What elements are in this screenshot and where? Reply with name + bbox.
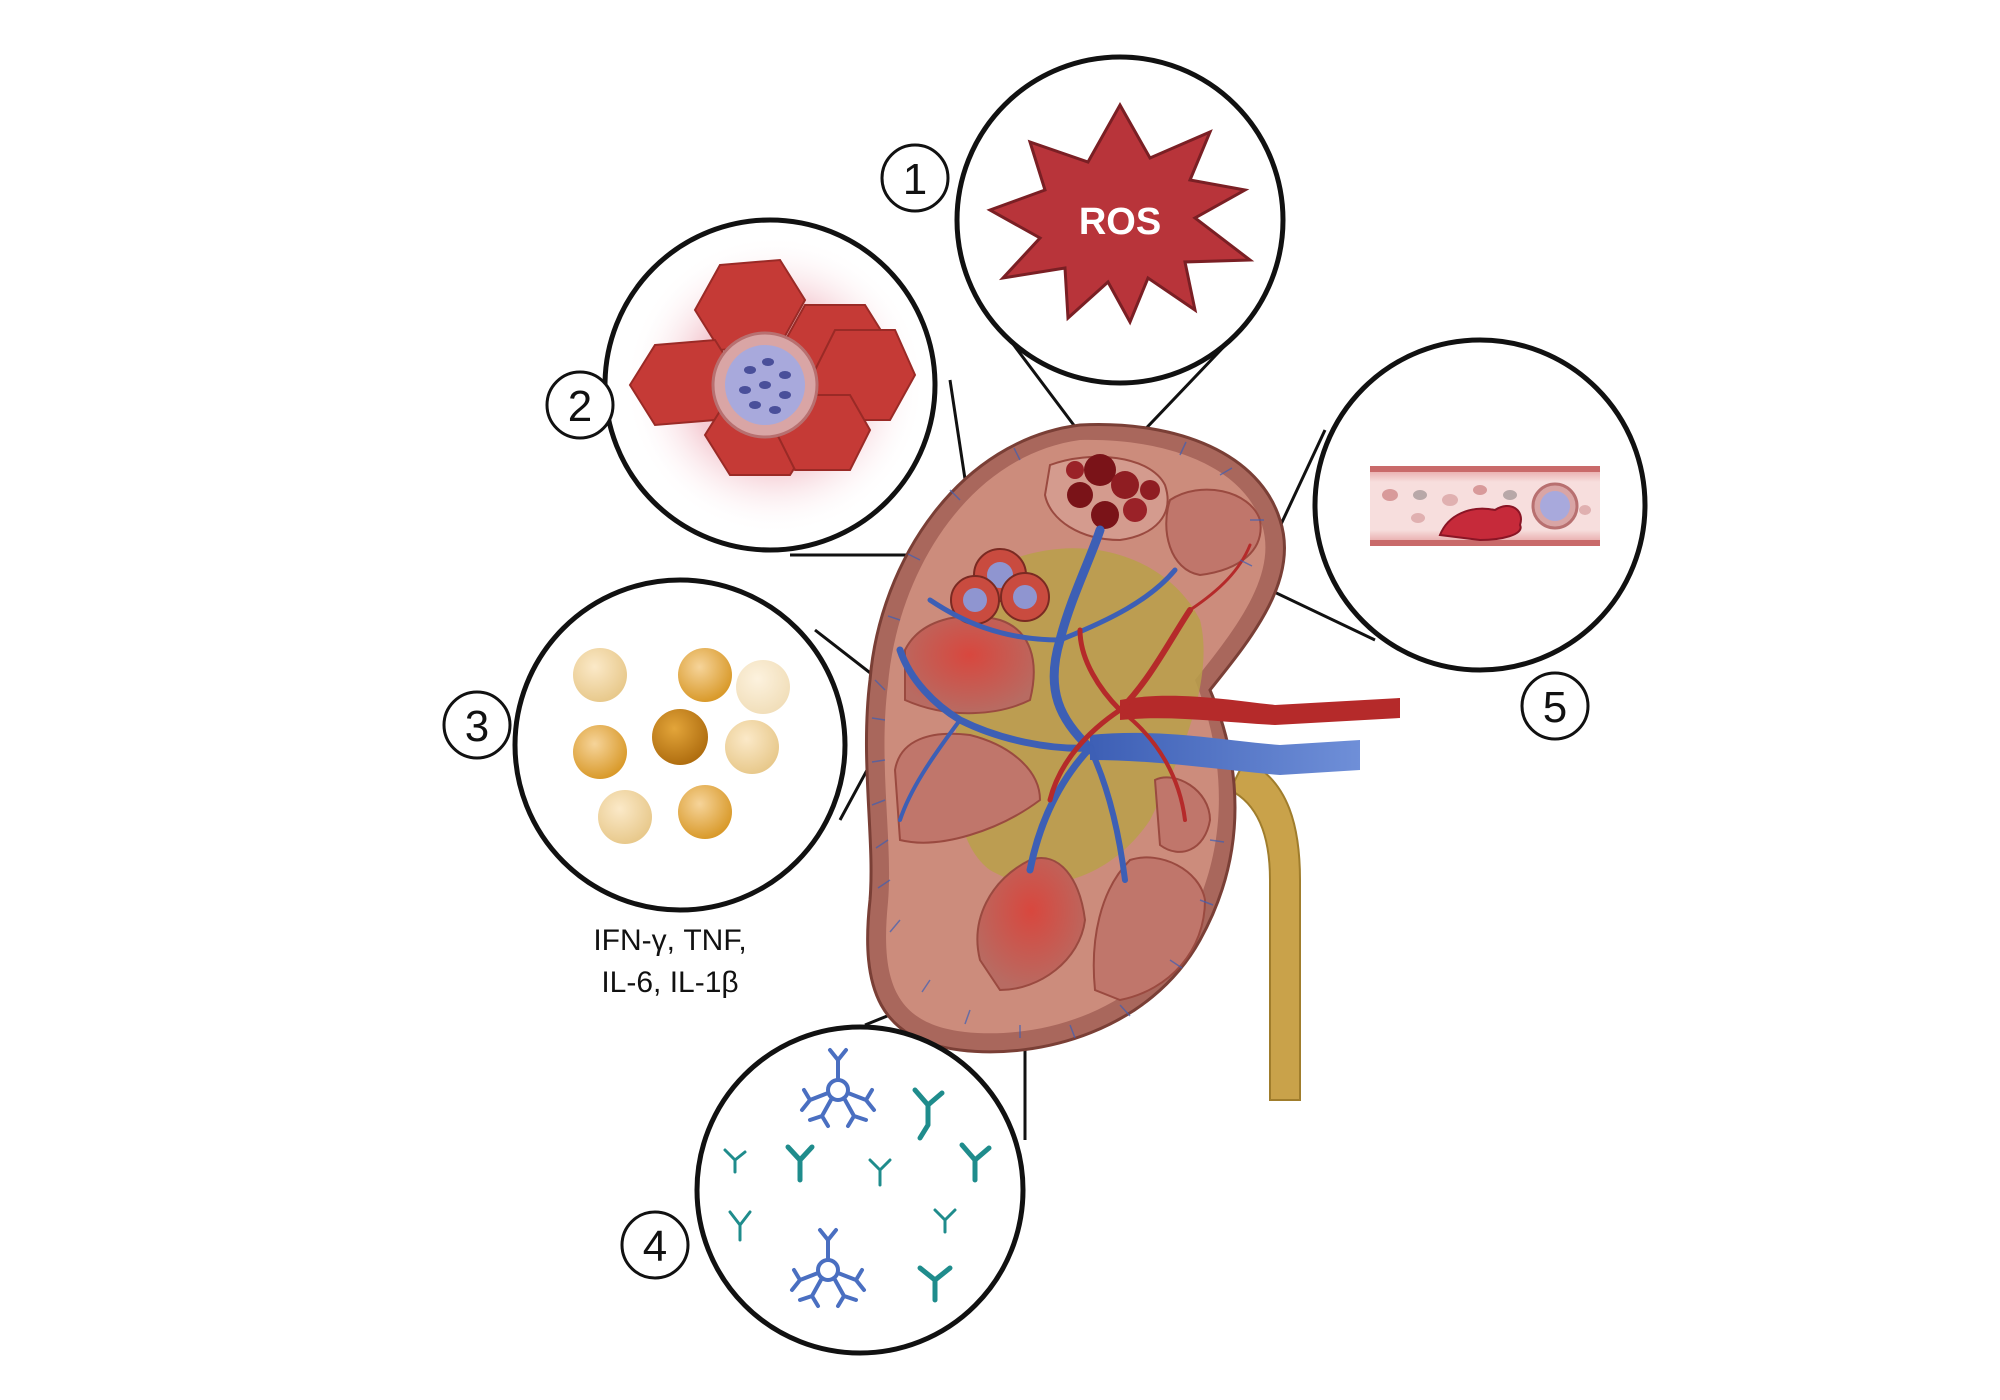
ureter: [1228, 758, 1301, 1101]
cytokine-caption-line1: IFN-γ, TNF,: [593, 924, 746, 957]
kidney-illustration: [864, 423, 1400, 1101]
antibody-icon: [723, 1087, 992, 1303]
callout-4-number: 4: [643, 1222, 667, 1271]
callout-5: 5: [1312, 337, 1648, 741]
cytokine-caption-line2: IL-6, IL-1β: [601, 966, 738, 999]
renal-vein: [1090, 732, 1360, 775]
callout-1-number: 1: [903, 155, 927, 204]
renal-pyramids: [893, 488, 1262, 1002]
callout-4-circle: [694, 1024, 1026, 1356]
callout-2-number: 2: [568, 382, 592, 431]
callout-5-number: 5: [1543, 683, 1567, 732]
callout-3-number: 3: [465, 702, 489, 751]
callout-2: 2: [545, 217, 938, 553]
callout-4: 4: [620, 1024, 1026, 1356]
capillaries: [871, 441, 1264, 1039]
callout-3: 3 IFN-γ, TNF, IL-6, IL-1β: [442, 577, 848, 999]
glomeruli-cluster: [950, 548, 1050, 625]
ros-label: ROS: [1079, 201, 1161, 243]
thrombus-icon: [1438, 505, 1522, 542]
renal-artery: [1120, 695, 1400, 725]
vessel-tree: [896, 525, 1252, 883]
cytokine-sphere-icon: [573, 648, 790, 844]
ros-starburst-icon: [986, 101, 1255, 326]
damaged-region: [1043, 454, 1169, 542]
callout-1: ROS: [954, 54, 1286, 386]
pentamer-antibody-icon: [790, 1048, 876, 1308]
